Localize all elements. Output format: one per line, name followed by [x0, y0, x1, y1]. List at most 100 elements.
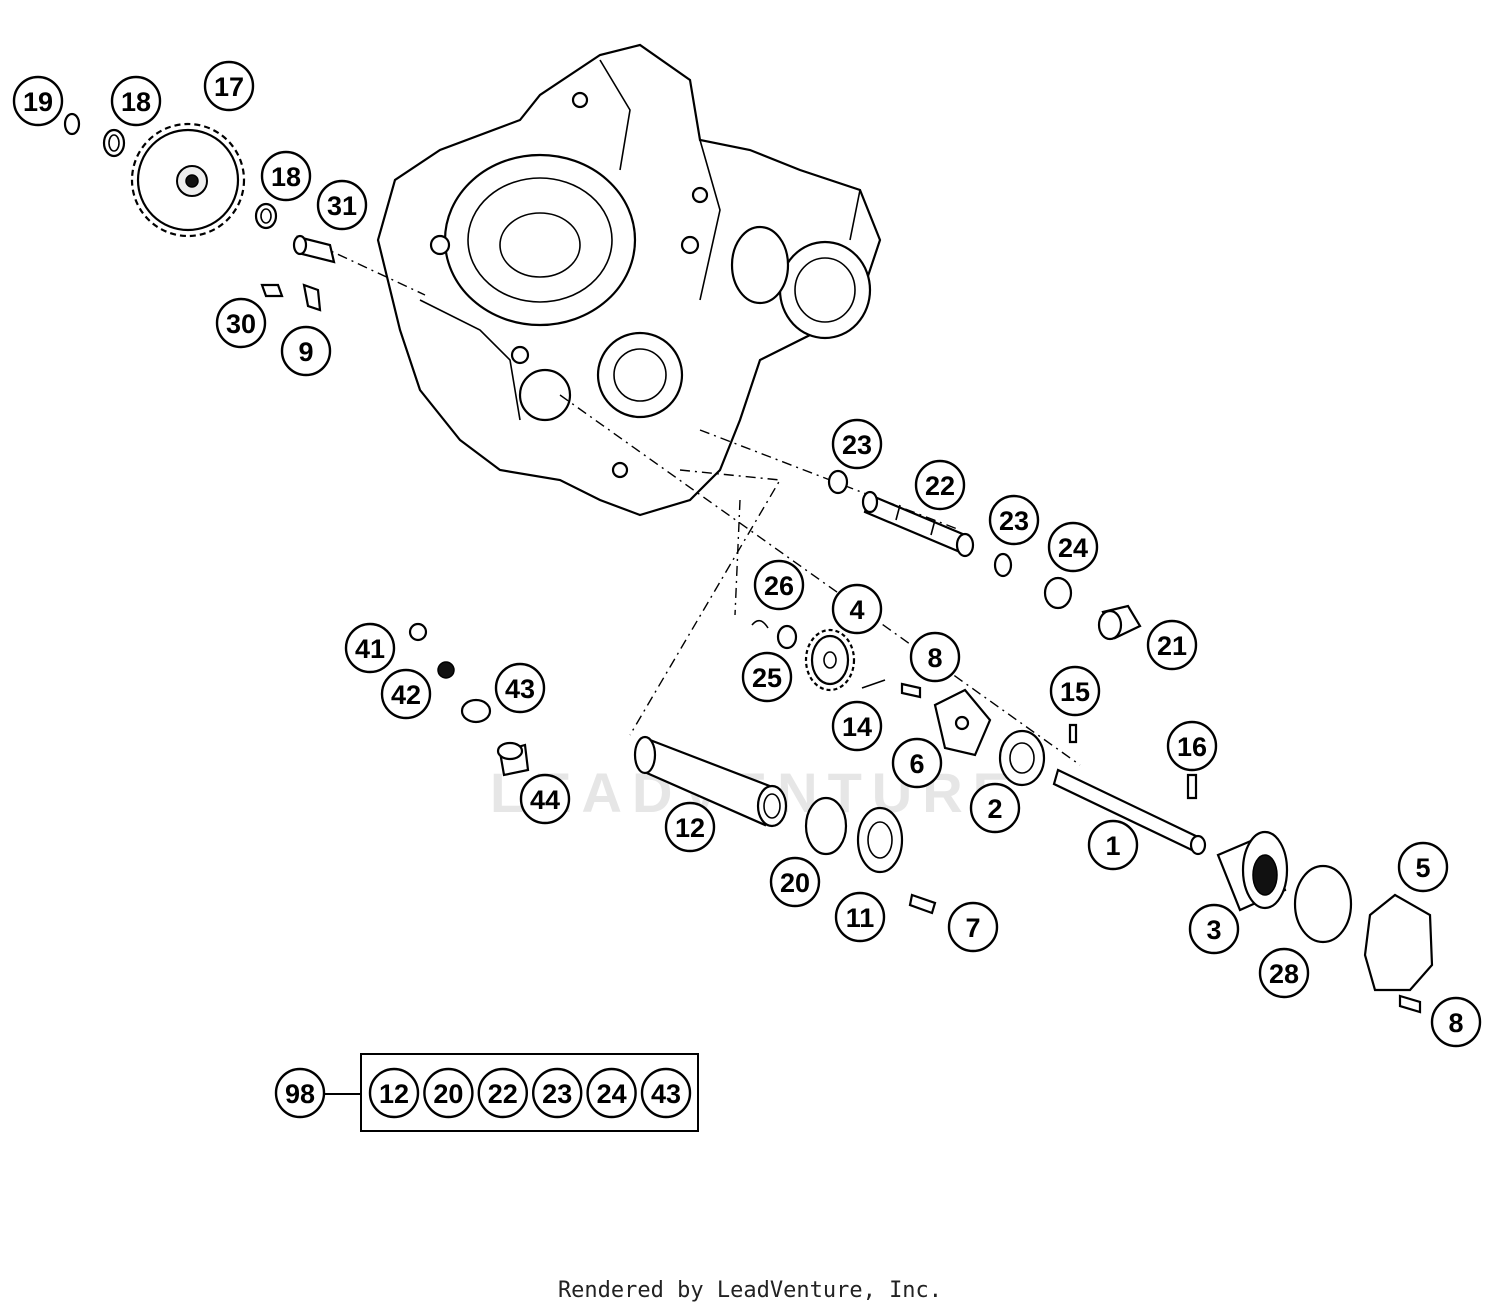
callout-label: 12 — [675, 813, 705, 843]
callout-circle — [831, 583, 883, 635]
callout-label: 6 — [909, 749, 924, 779]
callout-circle — [519, 773, 571, 825]
gear-17 — [130, 122, 246, 238]
callout-circle — [769, 856, 821, 908]
callout-2: 2 — [969, 782, 1021, 834]
callout-circle — [914, 459, 966, 511]
callout-label: 14 — [842, 712, 872, 742]
callout-8: 8 — [909, 631, 961, 683]
callout-label: 22 — [925, 471, 955, 501]
pump-housing-3 — [1216, 830, 1289, 912]
callout-21: 21 — [1146, 619, 1198, 671]
callout-circle — [380, 668, 432, 720]
kit-group-98 — [324, 1053, 699, 1132]
callout-circle — [664, 801, 716, 853]
callout-24: 24 — [1047, 521, 1099, 573]
crankcase-drawing — [376, 43, 882, 517]
callout-circle — [1146, 619, 1198, 671]
shaft-1 — [1052, 768, 1207, 856]
callout-circle — [477, 1067, 528, 1119]
callout-label: 2 — [987, 794, 1002, 824]
callout-label: 12 — [379, 1079, 409, 1109]
callout-label: 23 — [542, 1079, 572, 1109]
callout-17: 17 — [203, 60, 255, 112]
callout-label: 15 — [1060, 677, 1090, 707]
gear-4 — [804, 628, 856, 692]
footer-credit: Rendered by LeadVenture, Inc. — [557, 1278, 943, 1303]
callout-circle — [423, 1067, 474, 1119]
callout-9: 9 — [280, 325, 332, 377]
callout-42: 42 — [380, 668, 432, 720]
kit-item-12: 12 — [368, 1067, 420, 1119]
callout-circle — [1166, 720, 1218, 772]
callout-circle — [909, 631, 961, 683]
callout-circle — [1430, 996, 1482, 1048]
callout-circle — [215, 297, 267, 349]
callout-circle — [532, 1067, 583, 1119]
callout-20: 20 — [769, 856, 821, 908]
callout-23: 23 — [831, 418, 883, 470]
plug-44 — [496, 741, 530, 777]
callout-circle — [834, 891, 886, 943]
callout-label: 19 — [23, 87, 53, 117]
callout-circle — [1258, 947, 1310, 999]
callout-circle — [640, 1067, 692, 1119]
callout-label: 1 — [1105, 831, 1120, 861]
callout-label: 31 — [327, 191, 357, 221]
callout-label: 11 — [846, 903, 875, 933]
callout-circle — [1397, 841, 1449, 893]
kit-callout-layer: 98 12 20 22 23 24 43 — [274, 1067, 692, 1119]
callout-circle — [110, 75, 162, 127]
callout-label: 44 — [530, 785, 560, 815]
callout-circle — [344, 622, 396, 674]
callout-circle — [494, 662, 546, 714]
callout-label: 3 — [1206, 915, 1221, 945]
callout-label: 4 — [849, 595, 864, 625]
callout-label: 20 — [780, 868, 810, 898]
callout-circle — [831, 418, 883, 470]
callout-label: 8 — [1448, 1008, 1463, 1038]
kit-item-20: 20 — [423, 1067, 474, 1119]
callout-circle — [368, 1067, 420, 1119]
callout-1: 1 — [1087, 819, 1139, 871]
callout-circle — [280, 325, 332, 377]
kit-item-43: 43 — [640, 1067, 692, 1119]
filter-12 — [633, 735, 788, 828]
callout-label: 25 — [752, 663, 782, 693]
callout-label: 23 — [999, 506, 1029, 536]
kit-item-24: 24 — [586, 1067, 637, 1119]
callout-18: 18 — [110, 75, 162, 127]
callout-label: 18 — [271, 162, 301, 192]
callout-22: 22 — [914, 459, 966, 511]
callout-label: 20 — [433, 1079, 463, 1109]
callout-label: 43 — [651, 1079, 681, 1109]
callout-circle — [831, 700, 883, 752]
callout-label: 26 — [764, 571, 794, 601]
callout-circle — [274, 1067, 326, 1119]
kit-callout-98: 98 — [274, 1067, 326, 1119]
callout-7: 7 — [947, 901, 999, 953]
cover-11 — [856, 806, 904, 874]
callout-6: 6 — [891, 737, 943, 789]
callout-5: 5 — [1397, 841, 1449, 893]
callout-label: 30 — [226, 309, 256, 339]
callout-14: 14 — [831, 700, 883, 752]
parts-drawing — [63, 112, 1434, 1014]
callout-26: 26 — [753, 559, 805, 611]
callout-11: 11 — [834, 891, 886, 943]
callout-label: 7 — [965, 913, 980, 943]
callout-circle — [12, 75, 64, 127]
callout-circle — [988, 494, 1040, 546]
callout-circle — [1087, 819, 1139, 871]
callout-circle — [260, 150, 312, 202]
callout-label: 22 — [488, 1079, 518, 1109]
callout-circle — [316, 179, 368, 231]
callout-circle — [1047, 521, 1099, 573]
callout-19: 19 — [12, 75, 64, 127]
callout-28: 28 — [1258, 947, 1310, 999]
callout-label: 9 — [298, 337, 313, 367]
callout-label: 42 — [391, 680, 421, 710]
kit-item-22: 22 — [477, 1067, 528, 1119]
